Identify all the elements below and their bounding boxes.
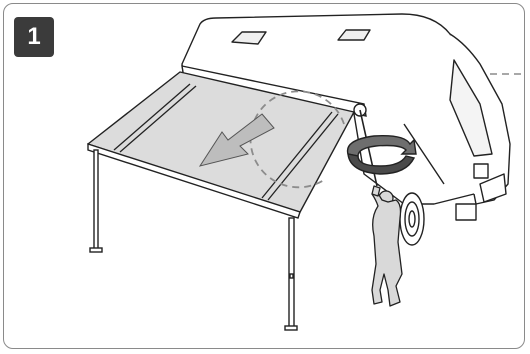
person-figure [372,186,402,306]
awning-illustration [4,4,525,349]
instruction-panel: 1 [3,3,525,349]
camper-wheel [400,193,424,245]
